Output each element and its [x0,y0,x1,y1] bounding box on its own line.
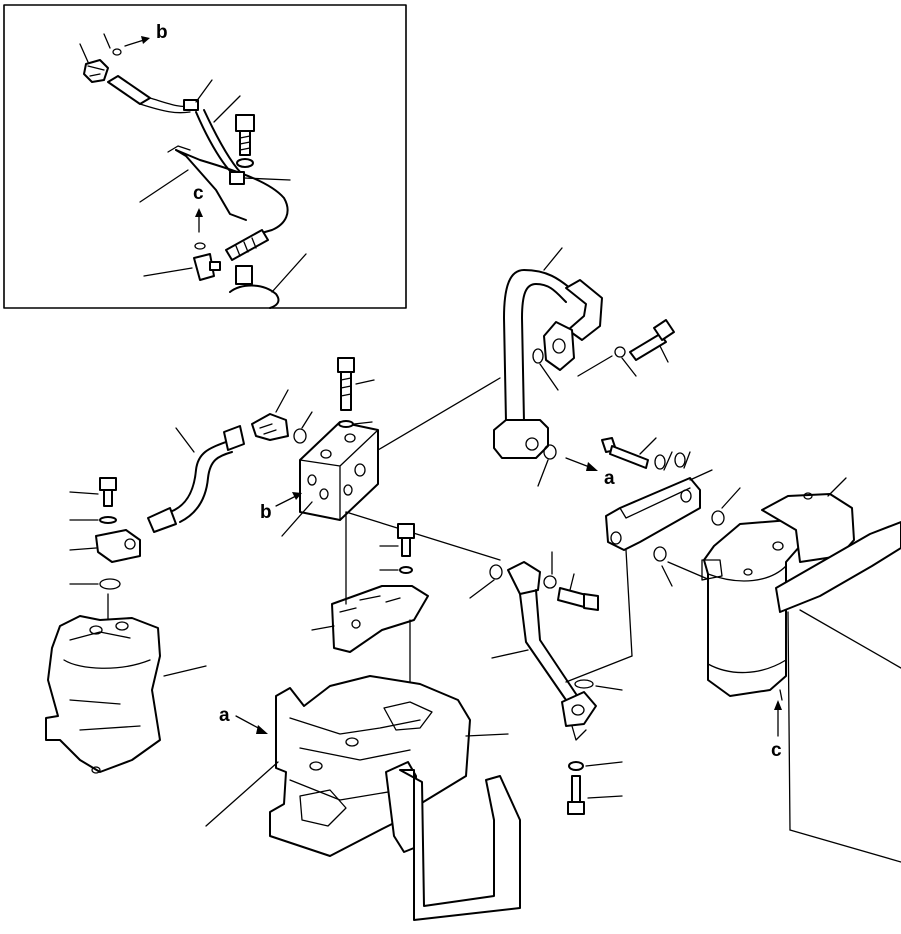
left-elbow-block [69,477,141,621]
label-c-inset: c [193,183,204,204]
inset-tee-fitting [193,253,221,281]
inset-bolt [235,114,255,168]
label-a-right: a [604,468,615,489]
label-c-filter: c [771,740,782,761]
inset-elbow-fitting [83,59,109,83]
label-b-inset: b [156,22,168,43]
main-control-valve [205,675,521,921]
flexible-hose [147,425,245,533]
inset-hose [107,75,245,179]
vertical-pipe-assembly [493,247,603,487]
inset-hose-lower [225,229,269,261]
inset-leader [143,267,193,277]
bolt-bottom [567,761,623,815]
left-pump [45,615,207,774]
filter-housing [701,477,901,863]
leader [281,501,313,537]
arrow-b-block [275,492,302,507]
inset-o-ring [112,48,122,56]
adapter-flange [565,469,741,683]
inset-clamp-pipe [167,145,291,235]
inset-leader [195,79,213,103]
label-a-left: a [219,705,230,726]
arrow-c-filter [774,700,782,737]
o-ring [532,348,544,364]
bolt-horizontal [557,573,599,611]
o-ring [653,546,667,562]
inset-leader [213,95,241,123]
lower-pipe [469,551,623,741]
elbow-fitting [251,389,313,444]
o-ring [711,510,725,526]
valve-block [299,377,501,561]
o-ring [489,564,503,580]
inset-leader [103,33,111,49]
bracket-with-bolt [311,511,429,691]
label-b-block: b [260,502,272,523]
arrow-a-right [565,457,598,471]
bolt-block-top [337,357,375,428]
inset-frame [3,4,407,309]
bolt-top-right [577,319,675,377]
inset-leader [139,169,189,203]
inset-o-ring [194,242,206,250]
inset-arrow-b [124,36,150,47]
o-ring [543,444,557,460]
inset-detail: b c [3,4,407,309]
inset-leader [79,43,89,63]
inset-arrow-c [195,208,203,233]
inset-valve-body [229,253,307,309]
arrow-a-left [235,715,268,734]
bolt-right-cluster [601,437,691,471]
o-ring [574,679,594,689]
